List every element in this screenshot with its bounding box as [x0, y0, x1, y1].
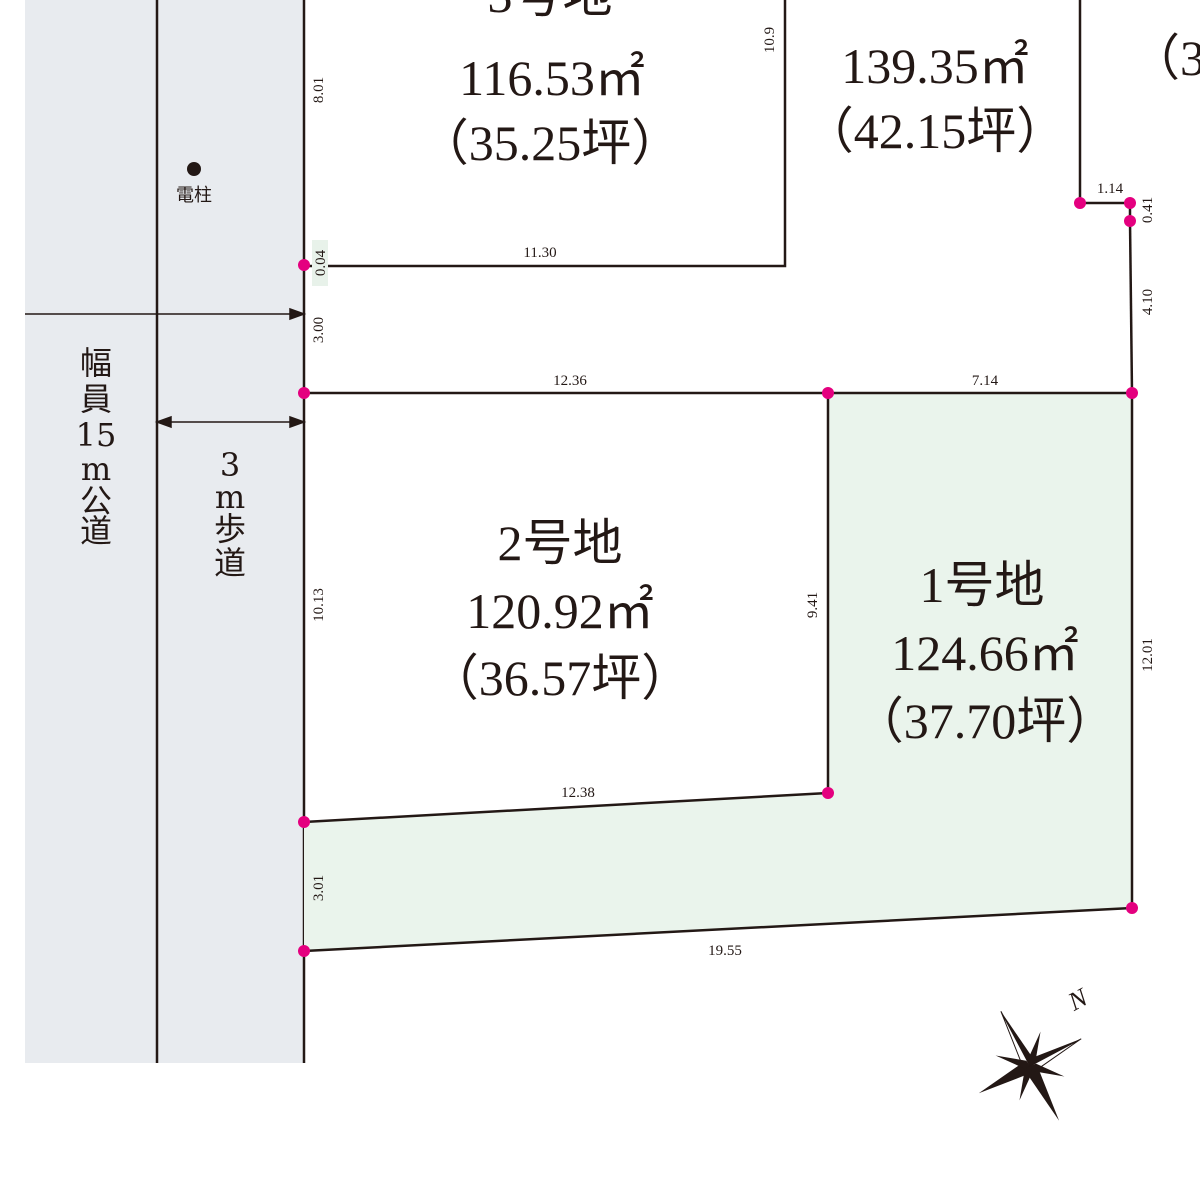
dim-4-10: 4.10: [1140, 289, 1156, 315]
svg-text:120.92㎡: 120.92㎡: [466, 583, 654, 639]
compass-north-label: N: [1062, 982, 1093, 1017]
dim-10-9: 10.9: [762, 27, 778, 53]
lot-3-label: 3号地 116.53㎡ （35.25坪）: [419, 0, 682, 171]
dim-12-36: 12.36: [553, 373, 587, 389]
dim-7-14: 7.14: [972, 373, 999, 389]
svg-text:公: 公: [80, 482, 112, 520]
dim-10-13: 10.13: [311, 588, 327, 622]
svg-text:2号地: 2号地: [498, 515, 623, 571]
dim-0-04: 0.04: [313, 249, 329, 276]
svg-text:3号地: 3号地: [488, 0, 613, 23]
svg-text:139.35㎡: 139.35㎡: [841, 38, 1029, 94]
svg-text:3: 3: [220, 446, 240, 484]
svg-text:歩: 歩: [214, 510, 246, 548]
svg-text:m: m: [215, 478, 245, 516]
dim-8-01: 8.01: [311, 77, 327, 103]
svg-text:（35.25坪）: （35.25坪）: [419, 115, 682, 171]
sidewalk-label: 3 m 歩 道: [214, 446, 246, 582]
svg-text:（37.70坪）: （37.70坪）: [854, 693, 1117, 749]
dim-9-41: 9.41: [805, 592, 821, 618]
road-label: 幅 員 15 m 公 道: [76, 344, 117, 550]
boundary-markers: [298, 197, 1138, 957]
svg-text:m: m: [81, 450, 111, 488]
svg-text:116.53㎡: 116.53㎡: [459, 50, 645, 106]
compass-rose-icon: [978, 1011, 1082, 1121]
utility-pole-icon: [187, 162, 201, 176]
dim-0-41: 0.41: [1140, 197, 1156, 223]
dim-3-01: 3.01: [311, 875, 327, 901]
lot-far-right-partial-label: （3: [1130, 30, 1200, 86]
dim-3-00: 3.00: [311, 317, 327, 343]
svg-text:幅: 幅: [80, 344, 112, 382]
dim-0-04-background: [312, 240, 328, 286]
svg-text:124.66㎡: 124.66㎡: [891, 625, 1079, 681]
dim-12-01: 12.01: [1140, 638, 1156, 672]
dim-1-14: 1.14: [1097, 181, 1124, 197]
lot-1-label: 1号地 124.66㎡ （37.70坪）: [854, 557, 1117, 749]
svg-text:道: 道: [214, 544, 246, 582]
svg-text:道: 道: [80, 512, 112, 550]
road-area: [25, 0, 304, 1063]
svg-text:1号地: 1号地: [920, 557, 1045, 613]
dim-19-55: 19.55: [708, 943, 742, 959]
svg-text:員: 員: [80, 380, 112, 418]
dim-11-30: 11.30: [523, 245, 556, 261]
svg-text:15: 15: [76, 416, 117, 454]
svg-text:（36.57坪）: （36.57坪）: [429, 650, 692, 706]
lot-2-label: 2号地 120.92㎡ （36.57坪）: [429, 515, 692, 706]
svg-text:（42.15坪）: （42.15坪）: [804, 103, 1067, 159]
lot-top-right-label: 139.35㎡ （42.15坪）: [804, 38, 1067, 159]
dim-12-38: 12.38: [561, 785, 595, 801]
utility-pole-label: 電柱: [176, 185, 212, 206]
dimension-arrows: [25, 307, 307, 429]
